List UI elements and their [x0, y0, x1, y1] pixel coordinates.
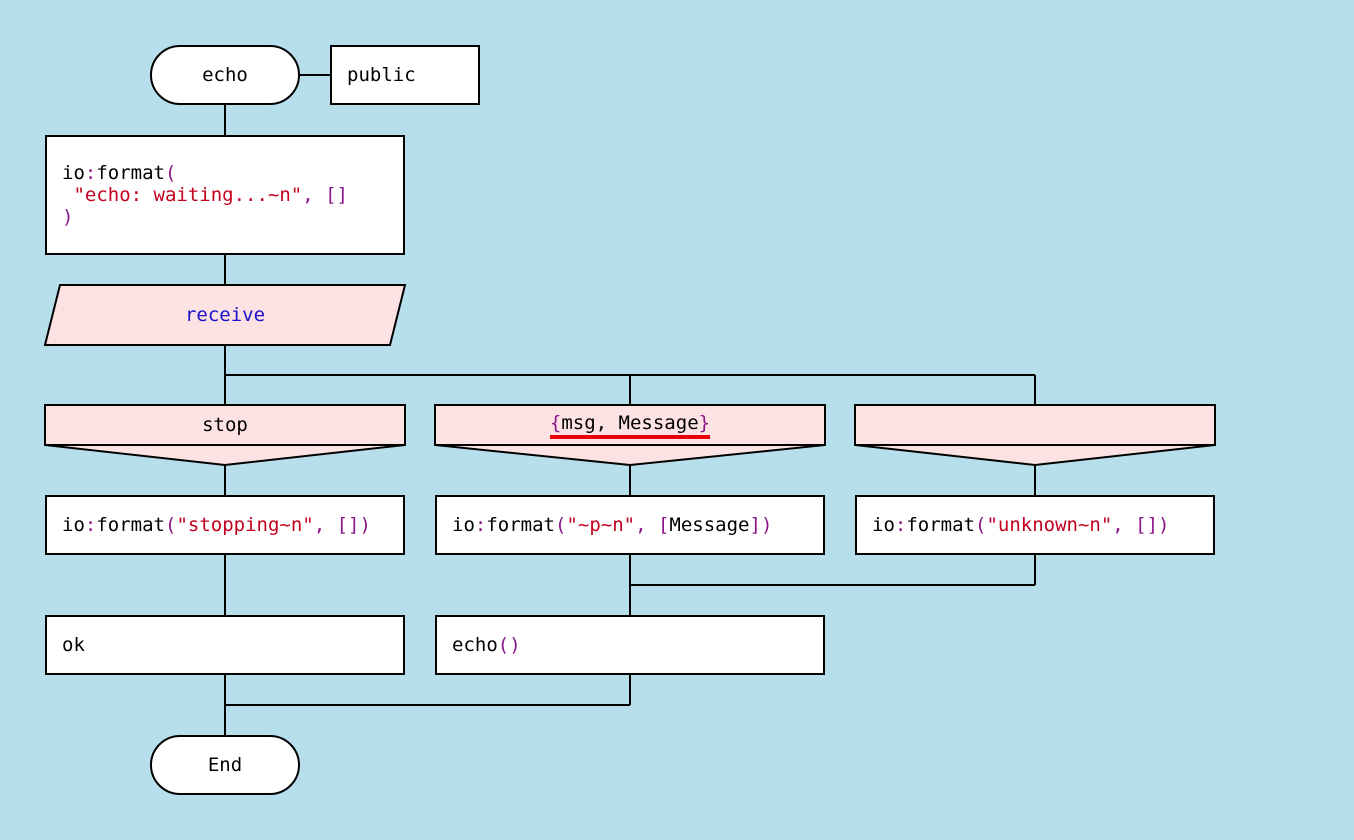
format-line-2: "echo: waiting...~n", [] — [62, 184, 348, 206]
format-open-paren: ( — [164, 162, 177, 184]
format-comma: , — [302, 184, 326, 206]
start-terminal-label: echo — [202, 64, 248, 86]
receive-label[interactable]: receive — [184, 304, 266, 326]
a0-fn: format — [96, 514, 165, 536]
visibility-label: public — [347, 64, 416, 86]
action-msg-box[interactable]: io:format("~p~n", [Message]) — [435, 495, 825, 555]
format-string: "echo: waiting...~n" — [62, 184, 303, 206]
recurse-fn: echo — [452, 634, 498, 656]
branch-default-label[interactable] — [855, 405, 1215, 445]
recurse-box[interactable]: echo() — [435, 615, 825, 675]
ok-label: ok — [62, 634, 85, 656]
format-colon: : — [84, 162, 97, 184]
tuple-open: { — [549, 411, 562, 434]
a1-list-open: [ — [657, 514, 670, 536]
format-line-3: ) — [62, 206, 73, 228]
a1-comma: , — [635, 514, 658, 536]
end-terminal[interactable]: End — [150, 735, 300, 795]
a0-module: io — [62, 514, 85, 536]
a1-open: ( — [554, 514, 567, 536]
a2-args: []) — [1135, 514, 1170, 536]
branch-stop-label[interactable]: stop — [202, 414, 248, 436]
branch-msg-pattern: {msg, Message} — [549, 411, 711, 439]
a1-list-close: ]) — [749, 514, 773, 536]
branch-msg-label[interactable]: {msg, Message} — [435, 405, 825, 445]
action-default-box[interactable]: io:format("unknown~n", []) — [855, 495, 1215, 555]
tuple-body: msg, Message — [561, 411, 699, 434]
a2-fn: format — [906, 514, 975, 536]
format-line-1: io:format( — [62, 162, 176, 184]
a0-open: ( — [164, 514, 177, 536]
action-stop-box[interactable]: io:format("stopping~n", []) — [45, 495, 405, 555]
a1-arg: Message — [669, 514, 750, 536]
a1-colon: : — [474, 514, 487, 536]
a2-open: ( — [974, 514, 987, 536]
visibility-box[interactable]: public — [330, 45, 480, 105]
a0-args: []) — [336, 514, 371, 536]
a2-module: io — [872, 514, 895, 536]
format-args: [] — [325, 184, 348, 206]
branch-head-default — [854, 404, 1216, 467]
a0-comma: , — [313, 514, 337, 536]
format-call-box[interactable]: io:format( "echo: waiting...~n", [] ) — [45, 135, 405, 255]
start-terminal[interactable]: echo — [150, 45, 300, 105]
branch-head-stop — [44, 404, 406, 467]
format-module: io — [62, 162, 85, 184]
a2-colon: : — [894, 514, 907, 536]
ok-box[interactable]: ok — [45, 615, 405, 675]
receive-shape — [43, 284, 407, 346]
a0-colon: : — [84, 514, 97, 536]
a0-string: "stopping~n" — [176, 514, 314, 536]
a1-module: io — [452, 514, 475, 536]
tuple-close: } — [698, 411, 711, 434]
a2-string: "unknown~n" — [986, 514, 1113, 536]
format-fn: format — [96, 162, 165, 184]
end-terminal-label: End — [207, 754, 243, 776]
a1-string: "~p~n" — [566, 514, 636, 536]
a1-fn: format — [486, 514, 555, 536]
a2-comma: , — [1112, 514, 1136, 536]
format-close-paren: ) — [62, 206, 74, 228]
recurse-parens: () — [497, 634, 521, 656]
